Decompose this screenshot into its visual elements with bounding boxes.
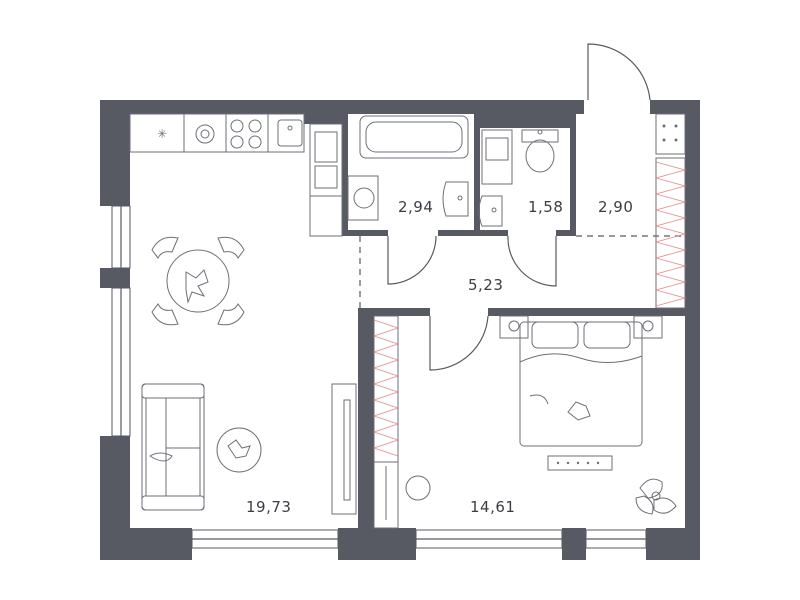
dining-table [151, 236, 245, 326]
tv-stand [331, 383, 357, 515]
doors [387, 43, 651, 371]
zone-boundaries [359, 235, 685, 308]
entry-area: 2,90 [598, 198, 633, 216]
bed [499, 315, 663, 471]
wc-fixtures [478, 129, 559, 227]
wc-area: 1,58 [528, 198, 563, 216]
bedroom-wardrobe [372, 315, 400, 529]
living-room-area: 19,73 [246, 498, 291, 516]
svg-text:✳: ✳ [157, 127, 167, 141]
interior-walls [304, 114, 685, 560]
bedroom-area: 14,61 [470, 498, 515, 516]
bathroom-fixtures [347, 115, 469, 221]
bathroom-area: 2,94 [398, 198, 433, 216]
round-rug [216, 427, 262, 473]
hallway-area: 5,23 [468, 276, 503, 294]
windows [111, 205, 647, 549]
kitchen-counter: ✳ [129, 113, 343, 237]
plant [635, 478, 677, 515]
sofa [141, 383, 205, 511]
bedroom-chair [405, 475, 431, 501]
entry-closet [654, 113, 687, 309]
exterior-walls [100, 100, 700, 560]
area-labels: 19,73 2,94 1,58 2,90 5,23 14,61 [246, 198, 633, 516]
